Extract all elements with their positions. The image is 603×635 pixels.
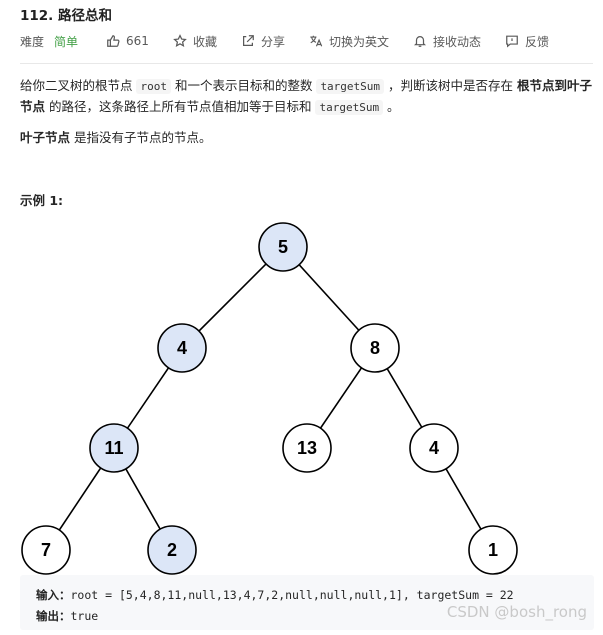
output-value: true	[70, 609, 99, 623]
desc-text: 的路径，这条路径上所有节点值相加等于目标和	[45, 99, 316, 114]
subscribe-label: 接收动态	[432, 34, 481, 49]
tree-node-circle	[468, 525, 518, 575]
switch-language-button[interactable]: 切换为英文	[309, 33, 389, 50]
header-divider	[20, 63, 593, 64]
tree-node-value: 4	[429, 438, 439, 458]
tree-node-circle	[258, 222, 308, 272]
output-label: 输出：	[36, 609, 71, 623]
tree-node-value: 5	[278, 237, 288, 257]
desc-text: 和一个表示目标和的整数	[170, 78, 317, 93]
desc-text: 。	[383, 99, 400, 114]
input-value: root = [5,4,8,11,null,13,4,7,2,null,null…	[70, 588, 514, 602]
tree-node-value: 7	[41, 540, 51, 560]
tree-node: 8	[350, 323, 400, 373]
tree-node-circle	[409, 423, 459, 473]
tree-node: 1	[468, 525, 518, 575]
difficulty-badge: 简单	[54, 34, 79, 49]
example-title: 示例 1:	[20, 193, 64, 208]
tree-node-value: 1	[488, 540, 498, 560]
leaf-term: 叶子节点	[20, 130, 71, 145]
code-root: root	[136, 79, 171, 94]
desc-text: ，判断该树中是否存在	[384, 78, 517, 93]
tree-node: 2	[147, 525, 197, 575]
tree-node: 7	[21, 525, 71, 575]
tree-node-value: 2	[167, 540, 177, 560]
bell-icon	[413, 36, 427, 47]
feedback-label: 反馈	[525, 34, 550, 49]
tree-node-circle	[157, 323, 207, 373]
feedback-icon	[506, 35, 518, 48]
problem-title: 112. 路径总和	[20, 8, 113, 24]
tree-node: 11	[89, 423, 139, 473]
leaf-definition: 叶子节点 是指没有子节点的节点。	[20, 127, 212, 146]
tree-node: 4	[157, 323, 207, 373]
tree-node: 5	[258, 222, 308, 272]
thumbs-up-icon	[107, 35, 120, 47]
tree-node-circle	[89, 423, 139, 473]
problem-description: 给你二叉树的根节点 root 和一个表示目标和的整数 targetSum ，判断…	[20, 76, 594, 118]
translate-icon	[310, 35, 323, 47]
share-icon	[242, 35, 254, 46]
collect-button[interactable]: 收藏	[173, 33, 217, 50]
leaf-text: 是指没有子节点的节点。	[70, 130, 212, 145]
like-count: 661	[126, 34, 149, 48]
tree-node: 4	[409, 423, 459, 473]
input-label: 输入：	[36, 588, 71, 602]
tree-node-value: 8	[370, 338, 380, 358]
share-button[interactable]: 分享	[241, 33, 285, 50]
subscribe-button[interactable]: 接收动态	[413, 33, 481, 50]
binary-tree-diagram: 5 4 8 11 13 4 7 2 1	[21, 222, 518, 575]
watermark: CSDN @bosh_rong	[446, 603, 587, 621]
desc-text: 给你二叉树的根节点	[20, 78, 137, 93]
tree-node-value: 11	[104, 438, 123, 458]
feedback-button[interactable]: 反馈	[505, 33, 549, 50]
tree-node-circle	[350, 323, 400, 373]
example-io-box: 输入：root = [5,4,8,11,null,13,4,7,2,null,n…	[20, 575, 594, 630]
desc-emphasis: 根节点到叶子节点	[20, 78, 593, 114]
example-input: 输入：root = [5,4,8,11,null,13,4,7,2,null,n…	[36, 587, 514, 603]
problem-meta-bar: 难度 简单 661 收藏 分享 切换为英文 接收动态	[20, 32, 573, 50]
tree-node-value: 13	[297, 438, 317, 458]
tree-node-circle	[21, 525, 71, 575]
collect-label: 收藏	[192, 34, 217, 49]
difficulty-label: 难度	[20, 34, 45, 49]
code-targetsum: targetSum	[315, 100, 384, 115]
tree-node-circle	[147, 525, 197, 575]
tree-node-value: 4	[177, 338, 187, 358]
code-targetsum: targetSum	[316, 79, 385, 94]
share-label: 分享	[260, 34, 285, 49]
star-icon	[173, 34, 187, 48]
example-output: 输出：true	[36, 608, 98, 624]
switch-language-label: 切换为英文	[328, 34, 389, 49]
tree-node: 13	[282, 423, 332, 473]
like-button[interactable]: 661	[106, 34, 149, 48]
tree-node-circle	[282, 423, 332, 473]
